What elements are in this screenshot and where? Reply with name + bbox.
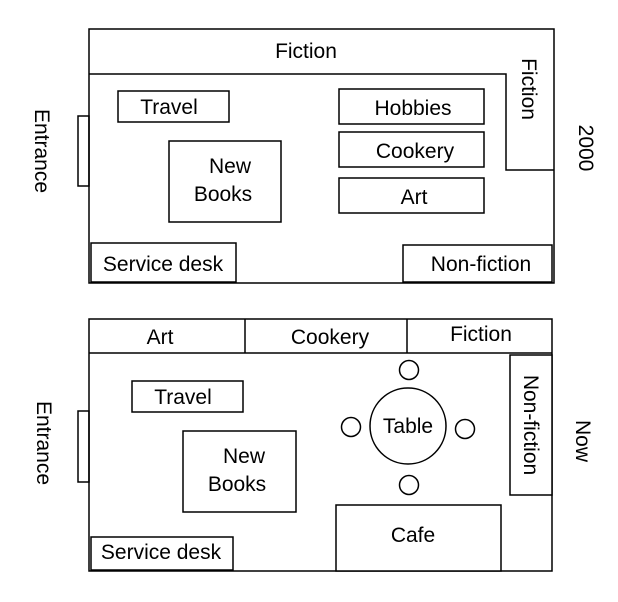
plan-now-cafe-label: Cafe: [391, 524, 435, 547]
plan-2000-travel-box: [117, 90, 230, 123]
plan-2000-travel-label: Travel: [140, 96, 198, 119]
plan-2000-entrance-door: [77, 115, 90, 187]
plan-2000-art-label: Art: [401, 186, 428, 209]
plan-2000-fiction-top-label: Fiction: [275, 40, 337, 63]
plan-now-non-fiction-label: Non-fiction: [519, 375, 542, 475]
plan-now-chair-top: [398, 359, 420, 381]
plan-now-chair-bottom: [398, 474, 420, 496]
plan-now: Art Cookery Fiction Entrance Travel New …: [32, 318, 594, 572]
plan-2000-new-books-label-line1: New: [209, 155, 252, 178]
plan-now-new-books-label-line2: Books: [208, 473, 266, 496]
plan-2000-caption: 2000: [574, 125, 597, 172]
plan-now-service-desk-label: Service desk: [101, 541, 222, 564]
plan-2000: Fiction Fiction Entrance Travel New Book…: [30, 28, 597, 284]
plan-now-chair-right: [454, 418, 476, 440]
plan-2000-service-desk-label: Service desk: [103, 253, 224, 276]
plan-now-new-books-label-line1: New: [223, 445, 266, 468]
plan-2000-new-books-label-line2: Books: [194, 183, 252, 206]
plan-now-cafe-box: [335, 504, 502, 572]
plan-now-cookery-label: Cookery: [291, 326, 370, 349]
plan-now-entrance-label: Entrance: [32, 401, 55, 485]
plan-2000-entrance-label: Entrance: [30, 109, 53, 193]
plan-now-service-desk-box: [90, 536, 234, 571]
plan-now-caption: Now: [571, 420, 594, 463]
plan-2000-service-desk-box: [90, 242, 237, 283]
plan-2000-hobbies-box: [338, 88, 485, 125]
plan-now-new-books-box: [182, 430, 297, 513]
plan-2000-non-fiction-label: Non-fiction: [431, 253, 531, 276]
plan-2000-non-fiction-box: [402, 244, 553, 283]
plan-now-table: [369, 387, 447, 465]
plan-now-table-label: Table: [383, 415, 433, 438]
plan-now-travel-label: Travel: [154, 386, 212, 409]
plan-2000-cookery-label: Cookery: [376, 140, 455, 163]
plan-2000-art-box: [338, 177, 485, 214]
plan-now-chair-left: [340, 416, 362, 438]
plan-2000-fiction-area: [89, 73, 554, 171]
plan-now-non-fiction-box: [509, 354, 553, 496]
plan-2000-cookery-box: [338, 131, 485, 168]
plan-now-travel-box: [131, 380, 244, 413]
plan-2000-fiction-side-label: Fiction: [517, 58, 540, 120]
plan-now-entrance-door: [77, 410, 90, 483]
plan-now-fiction-label: Fiction: [450, 323, 512, 346]
plan-now-art-label: Art: [147, 326, 174, 349]
plan-2000-hobbies-label: Hobbies: [374, 97, 451, 120]
plan-2000-new-books-box: [168, 140, 282, 223]
